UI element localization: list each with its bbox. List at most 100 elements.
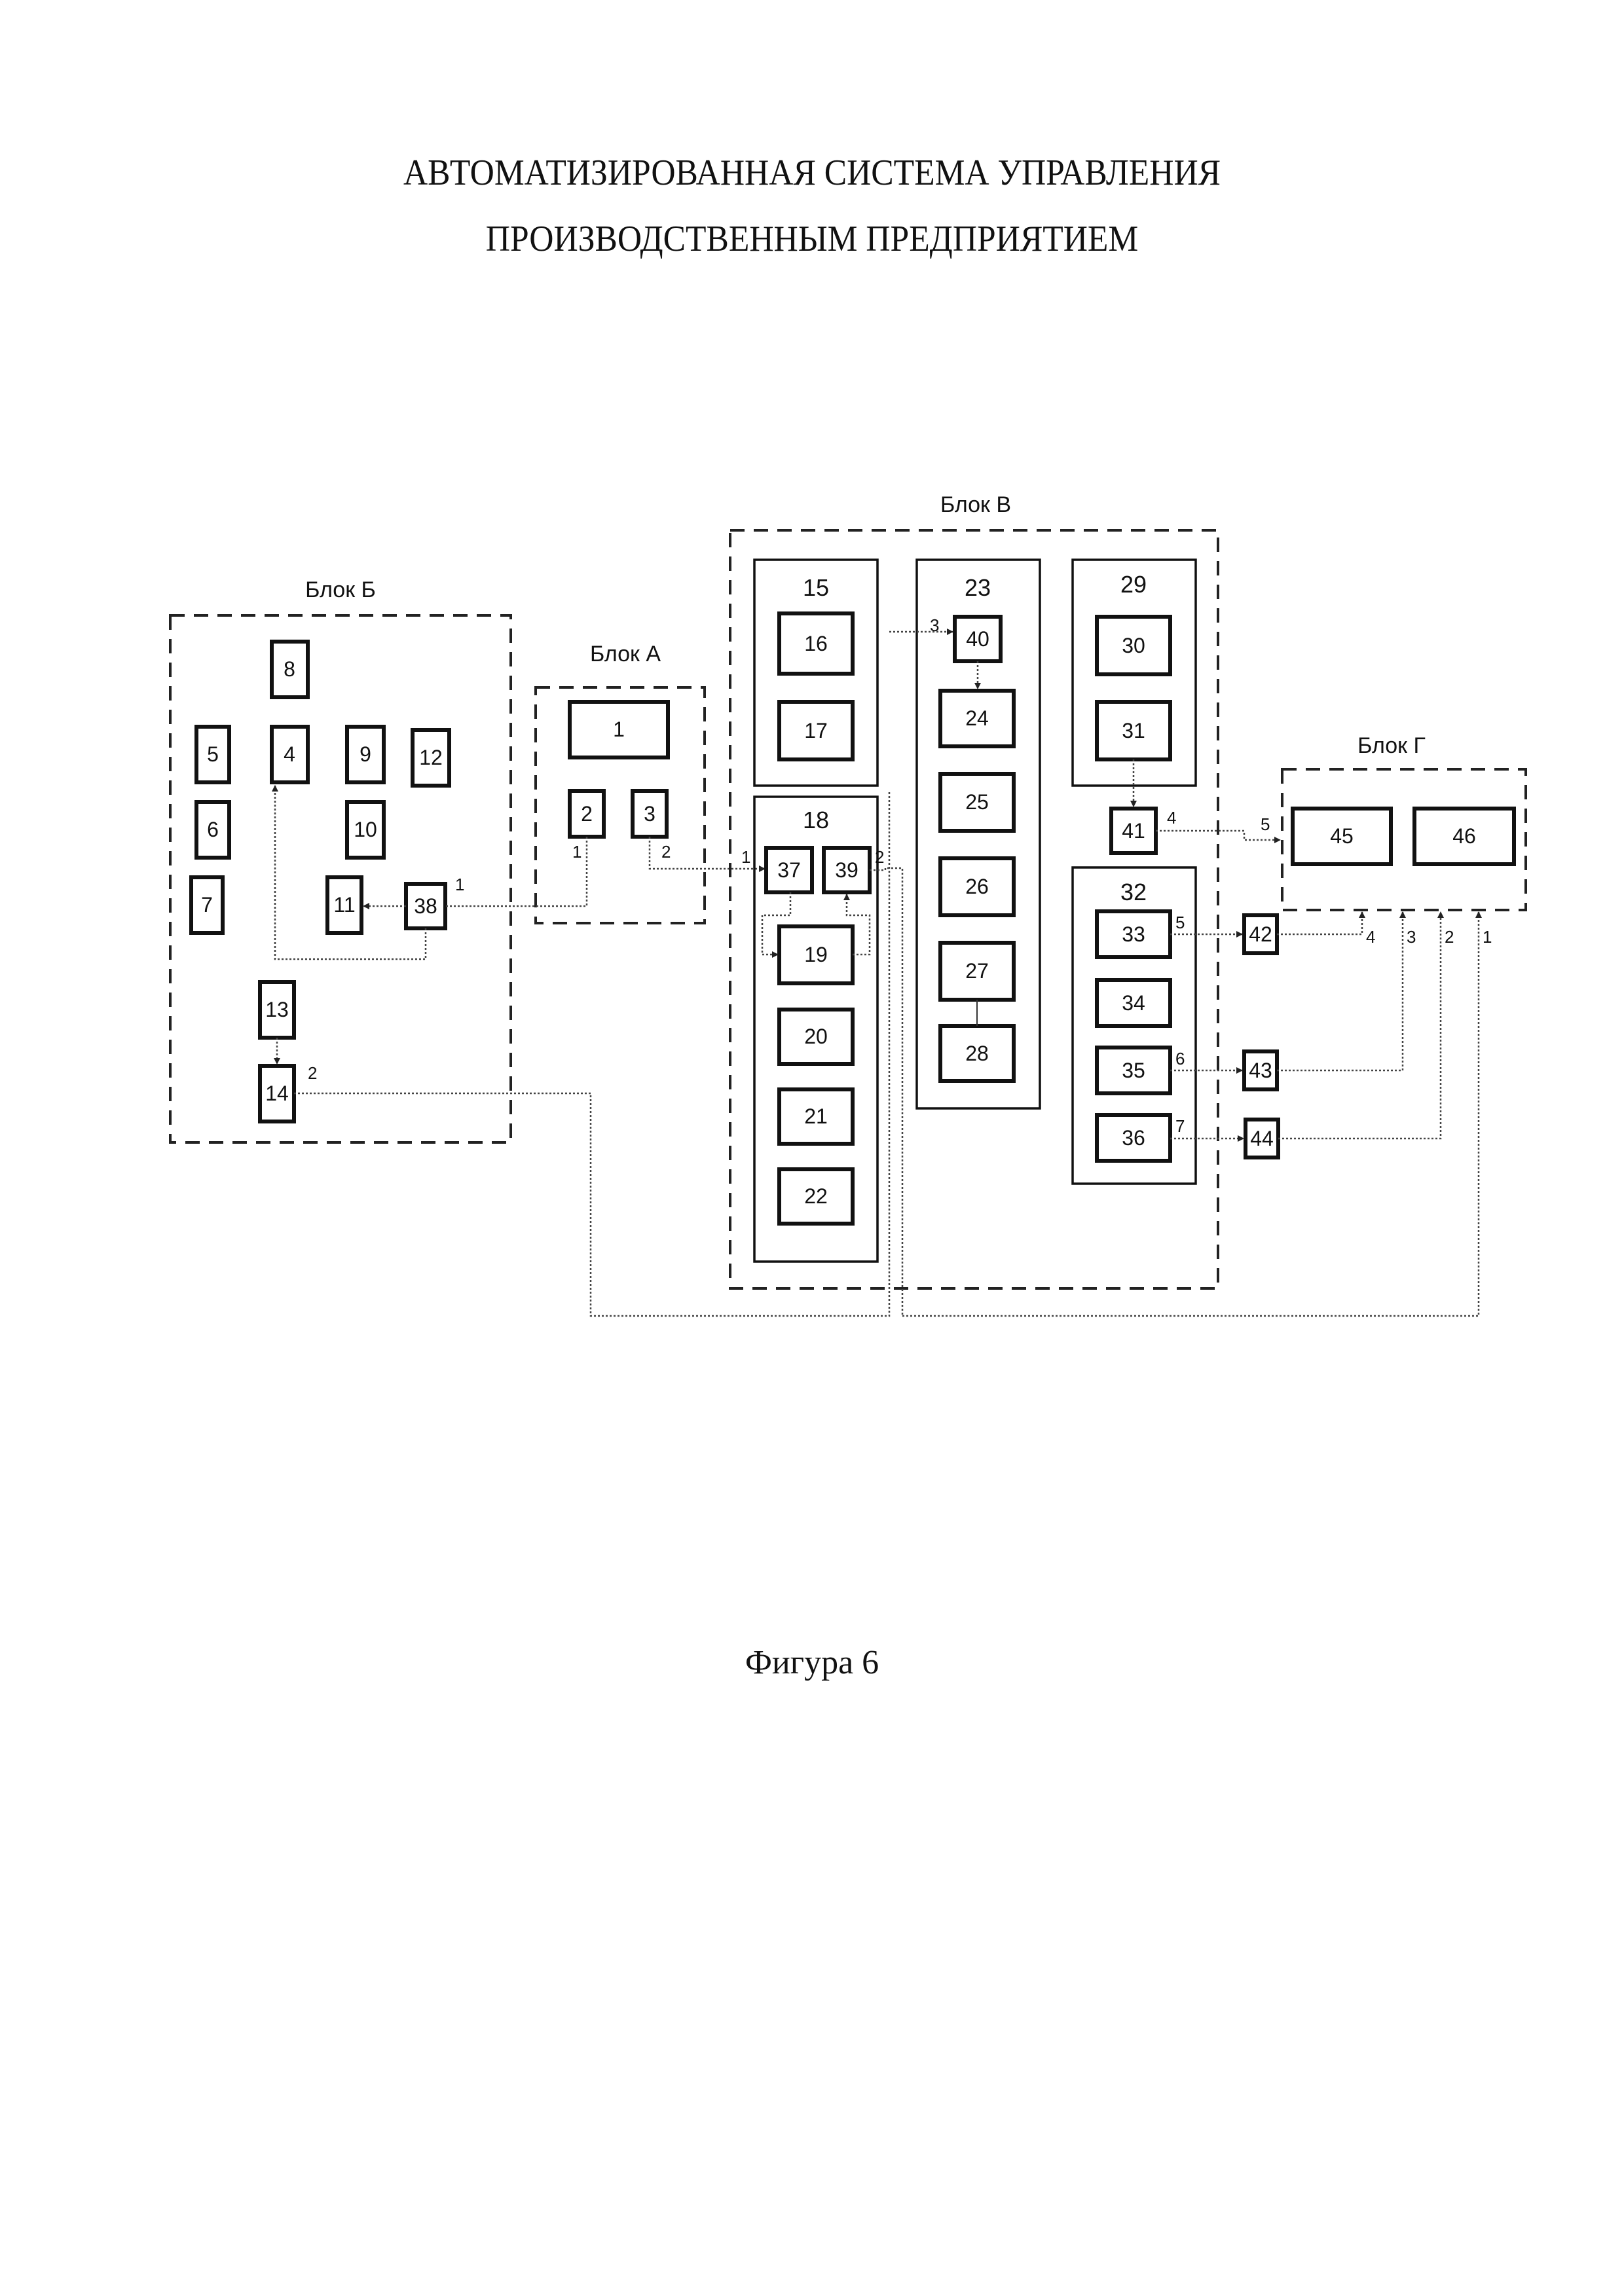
box-13[interactable]: 13 bbox=[260, 982, 294, 1038]
port-label-2-out: 1 bbox=[572, 842, 581, 862]
box-16[interactable]: 16 bbox=[779, 613, 853, 674]
box-17[interactable]: 17 bbox=[779, 702, 853, 759]
svg-text:8: 8 bbox=[284, 657, 295, 681]
svg-text:12: 12 bbox=[419, 746, 443, 769]
block-v: Блок В 15 16 17 18 37 39 19 20 21 22 1 2… bbox=[730, 492, 1218, 1288]
box-35[interactable]: 35 bbox=[1097, 1048, 1170, 1093]
box-41[interactable]: 41 bbox=[1111, 809, 1156, 853]
svg-text:34: 34 bbox=[1122, 991, 1145, 1015]
svg-text:25: 25 bbox=[965, 790, 989, 814]
svg-text:5: 5 bbox=[207, 742, 219, 766]
svg-text:19: 19 bbox=[804, 943, 828, 966]
svg-text:35: 35 bbox=[1122, 1059, 1145, 1082]
svg-text:20: 20 bbox=[804, 1025, 828, 1048]
svg-text:29: 29 bbox=[1120, 571, 1147, 598]
box-10[interactable]: 10 bbox=[347, 802, 384, 858]
box-30[interactable]: 30 bbox=[1097, 617, 1170, 674]
box-40[interactable]: 40 bbox=[955, 617, 1001, 661]
box-34[interactable]: 34 bbox=[1097, 980, 1170, 1026]
svg-text:15: 15 bbox=[803, 574, 829, 601]
port-label-33-out: 5 bbox=[1175, 913, 1185, 932]
box-1[interactable]: 1 bbox=[570, 702, 668, 757]
box-19[interactable]: 19 bbox=[779, 926, 853, 983]
box-46[interactable]: 46 bbox=[1414, 809, 1514, 864]
svg-text:28: 28 bbox=[965, 1042, 989, 1065]
link-39-out bbox=[870, 868, 902, 1316]
box-9[interactable]: 9 bbox=[347, 727, 384, 782]
box-8[interactable]: 8 bbox=[272, 642, 308, 697]
box-36[interactable]: 36 bbox=[1097, 1115, 1170, 1161]
box-31[interactable]: 31 bbox=[1097, 702, 1170, 759]
box-4[interactable]: 4 bbox=[272, 727, 308, 782]
svg-text:11: 11 bbox=[333, 893, 355, 917]
svg-text:27: 27 bbox=[965, 959, 989, 983]
port-label-36-out: 7 bbox=[1175, 1116, 1185, 1136]
port-label-14-out: 2 bbox=[308, 1063, 317, 1083]
box-42[interactable]: 42 bbox=[1244, 915, 1277, 953]
svg-text:37: 37 bbox=[777, 858, 801, 882]
port-label-41-out: 4 bbox=[1167, 808, 1176, 828]
svg-text:31: 31 bbox=[1122, 719, 1145, 742]
port-label-45-in: 5 bbox=[1261, 814, 1270, 834]
box-6[interactable]: 6 bbox=[196, 802, 229, 858]
box-26[interactable]: 26 bbox=[940, 858, 1014, 915]
box-39[interactable]: 39 bbox=[824, 848, 870, 892]
svg-text:14: 14 bbox=[265, 1082, 289, 1105]
svg-text:10: 10 bbox=[354, 818, 377, 841]
block-b: Блок Б 8 5 4 9 12 6 10 7 11 38 13 14 1 2 bbox=[170, 577, 511, 1142]
svg-text:17: 17 bbox=[804, 719, 828, 742]
svg-text:18: 18 bbox=[803, 807, 829, 833]
svg-text:46: 46 bbox=[1452, 824, 1476, 848]
block-b-label: Блок Б bbox=[305, 577, 376, 602]
port-label-g-1: 1 bbox=[1483, 927, 1492, 947]
port-label-g-3: 3 bbox=[1407, 927, 1416, 947]
svg-text:16: 16 bbox=[804, 632, 828, 655]
box-21[interactable]: 21 bbox=[779, 1089, 853, 1144]
svg-text:39: 39 bbox=[835, 858, 858, 882]
box-7[interactable]: 7 bbox=[191, 877, 223, 933]
box-5[interactable]: 5 bbox=[196, 727, 229, 782]
box-12[interactable]: 12 bbox=[413, 730, 449, 786]
box-11[interactable]: 11 bbox=[327, 877, 361, 933]
svg-text:21: 21 bbox=[804, 1104, 828, 1128]
port-label-35-out: 6 bbox=[1175, 1049, 1185, 1068]
port-label-39-out: 2 bbox=[875, 847, 884, 867]
svg-text:1: 1 bbox=[613, 718, 625, 741]
block-g-label: Блок Г bbox=[1357, 733, 1426, 758]
box-33[interactable]: 33 bbox=[1097, 911, 1170, 957]
block-g: Блок Г 45 46 bbox=[1282, 733, 1526, 910]
box-43[interactable]: 43 bbox=[1244, 1051, 1277, 1089]
svg-text:43: 43 bbox=[1249, 1059, 1272, 1082]
box-14[interactable]: 14 bbox=[260, 1066, 294, 1121]
port-label-g-2: 2 bbox=[1445, 927, 1454, 947]
link-42-to-g bbox=[1277, 912, 1362, 934]
svg-text:32: 32 bbox=[1120, 879, 1147, 905]
svg-text:7: 7 bbox=[201, 893, 213, 917]
box-2[interactable]: 2 bbox=[570, 791, 604, 837]
svg-text:38: 38 bbox=[414, 894, 437, 918]
box-38[interactable]: 38 bbox=[406, 884, 445, 928]
box-25[interactable]: 25 bbox=[940, 774, 1014, 831]
svg-text:41: 41 bbox=[1122, 819, 1145, 843]
svg-text:26: 26 bbox=[965, 875, 989, 898]
box-28[interactable]: 28 bbox=[940, 1026, 1014, 1081]
block-v-label: Блок В bbox=[940, 492, 1011, 517]
box-44[interactable]: 44 bbox=[1246, 1120, 1278, 1157]
box-22[interactable]: 22 bbox=[779, 1169, 853, 1224]
box-20[interactable]: 20 bbox=[779, 1010, 853, 1064]
svg-text:4: 4 bbox=[284, 742, 295, 766]
box-45[interactable]: 45 bbox=[1293, 809, 1391, 864]
port-label-g-4: 4 bbox=[1366, 927, 1375, 947]
link-43-to-g bbox=[1277, 912, 1403, 1070]
box-37[interactable]: 37 bbox=[766, 848, 812, 892]
svg-text:45: 45 bbox=[1330, 824, 1354, 848]
box-3[interactable]: 3 bbox=[633, 791, 667, 837]
svg-text:40: 40 bbox=[966, 627, 989, 651]
svg-text:33: 33 bbox=[1122, 922, 1145, 946]
box-27[interactable]: 27 bbox=[940, 943, 1014, 1000]
svg-text:22: 22 bbox=[804, 1184, 828, 1208]
box-24[interactable]: 24 bbox=[940, 691, 1014, 746]
port-label-3-out: 2 bbox=[661, 842, 671, 862]
svg-text:13: 13 bbox=[265, 998, 289, 1021]
